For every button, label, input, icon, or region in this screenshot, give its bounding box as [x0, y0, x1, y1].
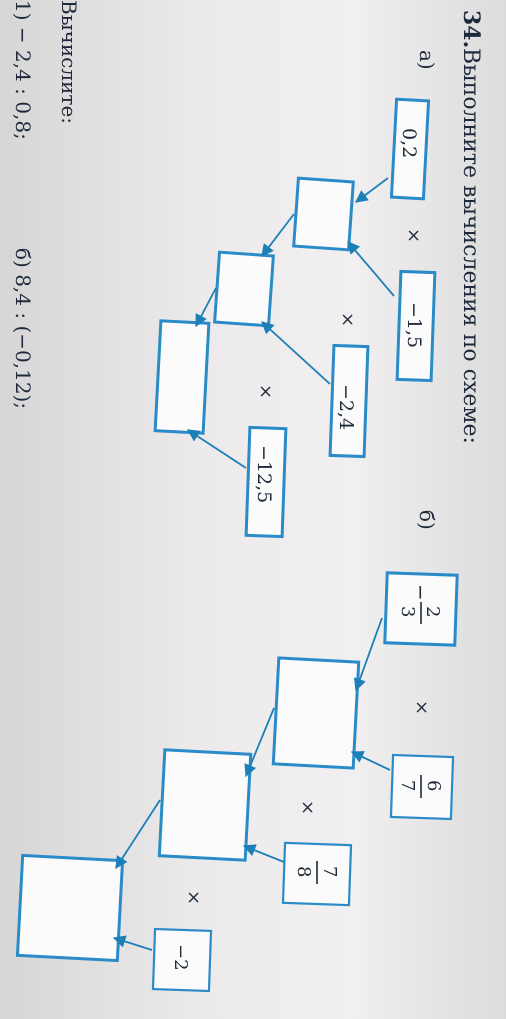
part-a-result-1-box[interactable] — [292, 176, 355, 252]
task-number: 34. — [458, 10, 484, 48]
part-b-arrow-6 — [112, 935, 153, 951]
part-a-arrow-3 — [261, 213, 295, 258]
part-a-arrow-1 — [354, 177, 389, 203]
next-task-item-1: 1) − 2,4 : 0,8; — [11, 0, 35, 140]
part-b-arrow-2 — [350, 751, 391, 771]
next-task-item-2: б) 8,4 : (−0,12); — [11, 248, 35, 409]
part-b-arrow-1 — [353, 617, 383, 692]
svg-text:−: − — [409, 584, 433, 601]
svg-text:2: 2 — [422, 606, 443, 617]
part-a-input-2: −1,5 — [395, 269, 437, 383]
part-b-operator-3: × — [183, 890, 204, 905]
task-instruction: Выполните вычисления по схеме: — [458, 48, 483, 444]
part-b-label: б) — [415, 510, 439, 530]
part-b-input-4: −2 — [151, 927, 213, 993]
svg-text:−2: −2 — [170, 944, 191, 971]
svg-text:3: 3 — [397, 606, 418, 617]
part-b-result-1-box[interactable] — [271, 656, 361, 770]
part-b-input-2: 6 7 — [389, 753, 455, 821]
part-b-operator-1: × — [411, 700, 432, 715]
svg-text:6: 6 — [423, 780, 444, 791]
svg-text:7: 7 — [397, 780, 418, 791]
svg-text:−1,5: −1,5 — [403, 302, 425, 348]
part-a-input-1: 0,2 — [389, 97, 431, 201]
part-b-input-1: − 2 3 — [383, 571, 459, 647]
part-b-arrow-5 — [115, 799, 161, 870]
part-a-arrow-4 — [261, 321, 331, 385]
svg-text:7: 7 — [319, 866, 340, 877]
part-b-result-2-box[interactable] — [157, 748, 253, 862]
part-a-arrow-6 — [186, 429, 247, 469]
part-a-input-3: −2,4 — [328, 343, 370, 459]
part-b-arrow-3 — [244, 707, 275, 778]
part-b-final-result-box[interactable] — [15, 853, 125, 963]
svg-text:−12,5: −12,5 — [253, 445, 275, 503]
next-task-heading: Вычислите: — [57, 0, 81, 124]
part-a-input-4: −12,5 — [244, 425, 288, 539]
part-b-operator-2: × — [297, 800, 318, 815]
part-a-label: а) — [415, 50, 439, 70]
part-a-operator-2: × — [337, 312, 358, 327]
part-b-arrow-4 — [242, 844, 285, 863]
part-a-operator-1: × — [403, 228, 424, 243]
part-b-input-3: 7 8 — [281, 841, 353, 907]
svg-text:−2,4: −2,4 — [335, 384, 357, 430]
part-a-arrow-2 — [347, 241, 395, 297]
part-a-result-2-box[interactable] — [213, 250, 275, 328]
part-a-final-result-box[interactable] — [153, 319, 211, 435]
part-a-operator-3: × — [255, 384, 276, 399]
svg-text:8: 8 — [293, 866, 314, 877]
svg-text:0,2: 0,2 — [398, 128, 420, 158]
part-a-arrow-5 — [195, 287, 217, 328]
